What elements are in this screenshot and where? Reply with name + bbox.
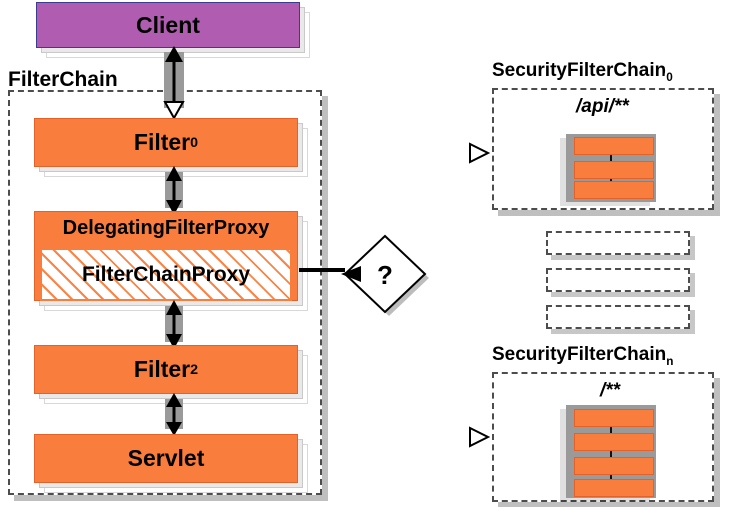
mini-connector-tick (610, 155, 612, 163)
securityfilterchain-0-pattern: /api/** (576, 96, 629, 117)
mini-filter-bar[interactable] (574, 181, 654, 199)
delegating-filter-proxy-node[interactable]: DelegatingFilterProxy FilterChainProxy (34, 211, 308, 311)
arrow-proxy-to-filter2 (156, 300, 192, 350)
servlet-node[interactable]: Servlet (34, 434, 308, 493)
securityfilterchain-n-group-label: SecurityFilterChainn (492, 344, 674, 368)
mini-filter-bar[interactable] (574, 409, 654, 427)
mini-filter-bar[interactable] (574, 457, 654, 475)
filter-0-label: Filter (133, 129, 191, 155)
decision-node[interactable]: ? (341, 232, 433, 324)
servlet-label: Servlet (127, 445, 205, 471)
client-box[interactable]: Client (36, 2, 300, 48)
arrow-filter0-to-proxy (156, 166, 192, 216)
filter-chain-proxy-box[interactable]: FilterChainProxy (40, 248, 292, 301)
placeholder-row (546, 305, 690, 329)
svg-text:?: ? (377, 260, 393, 290)
delegating-filter-proxy-label: DelegatingFilterProxy (62, 217, 270, 239)
placeholder-row (546, 231, 690, 255)
arrow-filter2-to-servlet (156, 393, 192, 437)
mini-connector-tick (610, 451, 612, 459)
arrow-into-securityfilterchain-0 (466, 140, 492, 166)
arrow-client-to-filter0 (156, 46, 192, 121)
mini-connector-tick (610, 427, 612, 435)
mini-filter-bar[interactable] (574, 161, 654, 179)
mini-filter-bar[interactable] (574, 433, 654, 451)
securityfilterchain-0-filter-stack[interactable] (566, 134, 656, 202)
filter-2-label: Filter (133, 356, 191, 382)
securityfilterchain-0-group-label: SecurityFilterChain0 (492, 60, 673, 84)
connector-proxy-to-decision (299, 268, 345, 272)
mini-filter-bar[interactable] (574, 479, 654, 497)
filter-chain-proxy-label: FilterChainProxy (81, 262, 251, 286)
mini-filter-bar[interactable] (574, 137, 654, 155)
placeholder-row (546, 268, 690, 292)
client-node[interactable]: Client (36, 2, 310, 58)
client-label: Client (136, 11, 200, 38)
securityfilterchain-n-filter-stack[interactable] (566, 405, 656, 498)
arrow-into-securityfilterchain-n (466, 424, 492, 450)
securityfilterchain-n-pattern: /** (600, 380, 621, 401)
servlet-box[interactable]: Servlet (34, 434, 298, 483)
filterchain-group-label: FilterChain (8, 68, 118, 91)
